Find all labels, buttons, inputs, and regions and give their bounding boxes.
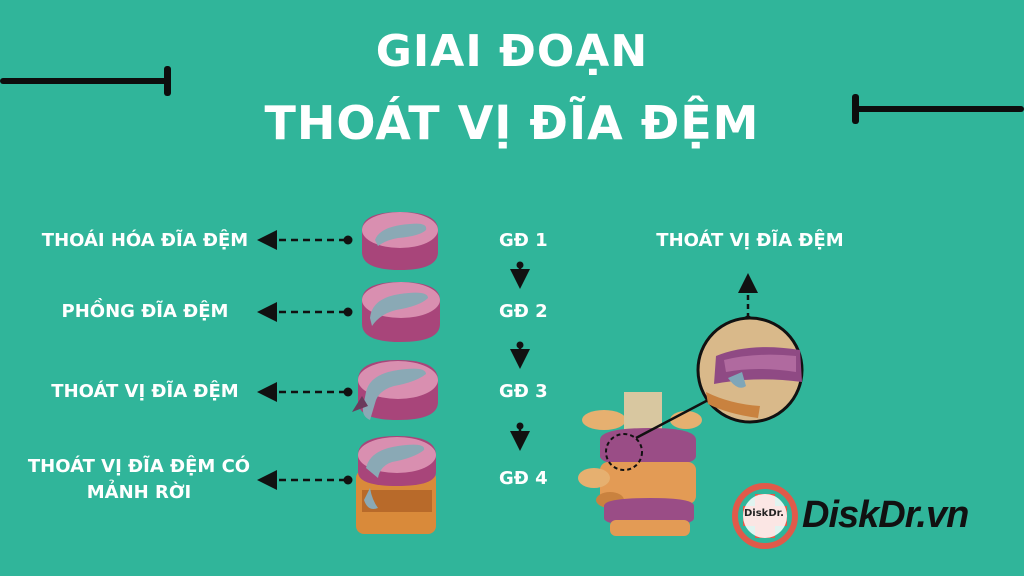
- right-decor-cap: [852, 94, 859, 124]
- disc-stage-1-image: [362, 212, 438, 270]
- spine-illustration: [578, 392, 713, 536]
- brand-name: DiskDr.vn: [802, 494, 969, 536]
- brand-logo-text: DiskDr.: [744, 508, 784, 519]
- title-line-1: GIAI ĐOẠN: [375, 26, 649, 77]
- stage-4-code: GĐ 4: [499, 468, 548, 489]
- disc-stage-3-image: [352, 360, 438, 420]
- left-decor-cap: [164, 66, 171, 96]
- stage-4-label-line-2: MẢNH RỜI: [86, 482, 192, 503]
- stage-1-label: THOÁI HÓA ĐĨA ĐỆM: [41, 230, 249, 251]
- herniation-label: THOÁT VỊ ĐĨA ĐỆM: [656, 230, 844, 251]
- stage-3-code: GĐ 3: [499, 381, 548, 402]
- stage-3-label: THOÁT VỊ ĐĨA ĐỆM: [51, 381, 239, 402]
- disc-stage-4-image: [356, 436, 436, 534]
- disc-stage-2-image: [362, 282, 440, 342]
- stage-2-label: PHỒNG ĐĨA ĐỆM: [61, 301, 229, 322]
- stage-1-code: GĐ 1: [499, 230, 548, 251]
- title-line-2: THOÁT VỊ ĐĨA ĐỆM: [264, 96, 760, 150]
- brand-logo-icon: [732, 483, 798, 549]
- stage-4-label: THOÁT VỊ ĐĨA ĐỆM CÓ MẢNH RỜI: [14, 454, 264, 506]
- stage-4-label-line-1: THOÁT VỊ ĐĨA ĐỆM CÓ: [27, 456, 251, 477]
- right-decor-bar: [856, 106, 1024, 112]
- left-decor-bar: [0, 78, 170, 84]
- stage-2-code: GĐ 2: [499, 301, 548, 322]
- brand-logo: DiskDr. DiskDr.vn: [730, 484, 1000, 548]
- magnified-herniation-image: [696, 316, 804, 424]
